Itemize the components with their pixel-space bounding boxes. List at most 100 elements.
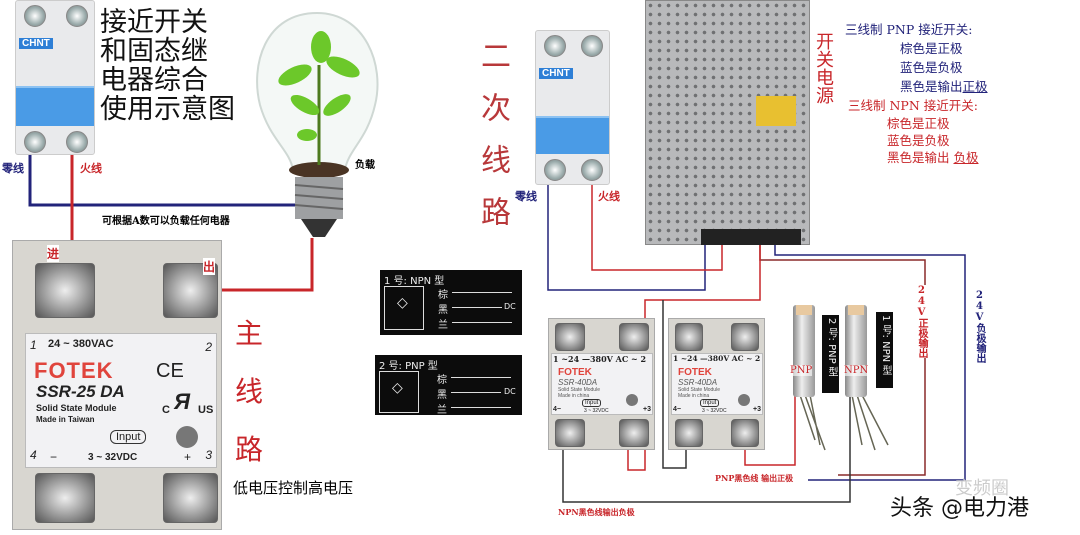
terminal[interactable]	[619, 323, 649, 351]
breaker-brand: CHNT	[19, 38, 53, 49]
live-label: 火线	[598, 190, 620, 203]
pnp-note: PNP黑色线 输出正极	[715, 473, 794, 483]
origin-text: Made in Taiwan	[36, 415, 95, 424]
ssr-40da-relay-2: 1 ~24 —380V AC ~ 2 FOTEK SSR-40DA Solid …	[668, 318, 765, 450]
wire-black: 黑	[438, 305, 448, 316]
neutral-label: 零线	[515, 190, 537, 203]
positive-output-label: 24V正极输出	[914, 285, 929, 358]
legend-line: 黑色是输出	[887, 150, 954, 165]
title-line: 电器综合	[100, 65, 208, 96]
model-number: SSR-40DA	[558, 378, 598, 387]
legend-line: 黑色是输出	[900, 79, 963, 94]
ul-mark-icon: Я	[174, 389, 191, 414]
terminal[interactable]	[555, 323, 585, 351]
ssr-label-plate: 1 ~24 —380V AC ~ 2 FOTEK SSR-40DA Solid …	[671, 353, 763, 415]
sensor-symbol-icon: ◇	[384, 286, 424, 330]
breaker-screw	[24, 131, 46, 153]
terminal[interactable]	[731, 323, 759, 351]
schematic-title: 1 号: NPN 型	[384, 276, 445, 287]
terminal-3[interactable]	[163, 473, 218, 523]
breaker-screw	[66, 5, 88, 27]
schematic-title: 2 号: PNP 型	[379, 361, 438, 372]
npn-note: NPN黑色线输出负极	[558, 507, 635, 517]
switching-power-supply	[645, 0, 810, 245]
wire-blue: 兰	[438, 320, 448, 331]
breaker-toggle[interactable]	[16, 86, 94, 126]
neutral-wire-secondary	[547, 180, 706, 291]
terminal[interactable]	[619, 419, 649, 447]
terminal-number: +3	[753, 406, 761, 413]
pnp-leads	[799, 394, 826, 451]
terminal-number: 1	[30, 338, 37, 352]
negative-output-label: 24V负极输出	[972, 290, 987, 363]
neutral-label: 零线	[2, 162, 24, 175]
npn-schematic: 1 号: NPN 型 ◇ 棕 黑 兰 DC	[380, 270, 522, 335]
brand-logo: FOTEK	[678, 367, 712, 378]
ssr2-plus-wire	[744, 395, 796, 466]
breaker-toggle[interactable]	[536, 116, 609, 154]
terminal[interactable]	[675, 419, 703, 447]
psu-terminal-block[interactable]	[701, 229, 801, 245]
terminal-number: 2	[205, 340, 212, 354]
terminal-number: 3	[205, 448, 212, 462]
title-line: 和固态继	[100, 36, 208, 67]
wire-brown: 棕	[437, 375, 447, 386]
secondary-circuit-breaker[interactable]: CHNT	[535, 30, 610, 185]
psu-label: 开关电源	[813, 32, 834, 104]
dc-voltage: 3 ~ 32VDC	[702, 408, 727, 414]
ssr-40da-relay-1: 1 ~24 —380V AC ~ 2 FOTEK SSR-40DA Solid …	[548, 318, 655, 450]
ssr-25da-relay: 24 ~ 380VAC 1 2 FOTEK CE SSR-25 DA Solid…	[12, 240, 222, 530]
breaker-screw	[544, 159, 566, 181]
ssr-label-plate: 1 ~24 —380V AC ~ 2 FOTEK SSR-40DA Solid …	[551, 353, 653, 415]
indicator-led	[738, 394, 750, 406]
out-label: 出	[203, 258, 216, 275]
watermark: 头条 @电力港	[890, 496, 1029, 521]
load-return-wire	[192, 238, 314, 292]
breaker-screw	[581, 35, 603, 57]
pnp-schematic: 2 号: PNP 型 ◇ 棕 黑 兰 DC	[375, 355, 522, 416]
dc-label: DC	[504, 302, 516, 311]
wire-blue: 兰	[437, 405, 447, 416]
terminal[interactable]	[555, 419, 585, 447]
terminal-4[interactable]	[35, 473, 95, 523]
module-subtitle: Solid State Module	[678, 387, 720, 393]
plus-sign: +	[184, 450, 192, 464]
legend-emphasis: 正极	[962, 79, 988, 94]
wire-black: 黑	[437, 390, 447, 401]
in-label: 进	[47, 245, 60, 262]
brand-logo: FOTEK	[558, 367, 592, 378]
terminal[interactable]	[675, 323, 703, 351]
live-label: 火线	[80, 162, 102, 175]
dc-voltage: 3 ~ 32VDC	[88, 452, 138, 463]
terminal-number: 4−	[673, 406, 681, 413]
light-bulb-load-icon	[256, 11, 379, 237]
pnp-proximity-sensor	[793, 305, 815, 397]
wire-brown: 棕	[438, 290, 448, 301]
live-wire-secondary	[591, 180, 723, 271]
input-label: Input	[582, 399, 602, 407]
pnp-heading: 三线制 PNP 接近开关:	[845, 22, 973, 37]
ssr2-minus-wire	[662, 300, 687, 469]
psu-sticker	[756, 96, 796, 126]
main-circuit-breaker[interactable]: CHNT	[15, 0, 95, 155]
ac-voltage: 1 ~24 —380V AC ~ 2	[673, 354, 761, 363]
main-circuit-char: 主	[235, 317, 264, 350]
input-label: Input	[110, 430, 147, 444]
sensor-type-label: PNP	[790, 365, 813, 376]
legend-line: 棕色是正极	[900, 41, 963, 56]
sensor-tag: 2 号: PNP 型	[822, 315, 839, 393]
brand-logo: FOTEK	[34, 358, 114, 383]
terminal-1[interactable]	[35, 263, 95, 318]
secondary-circuit-label: 二次线路	[475, 40, 510, 248]
terminal[interactable]	[731, 419, 759, 447]
title-line: 使用示意图	[100, 94, 235, 125]
positive-bus	[759, 245, 926, 476]
main-circuit-note: 低电压控制高电压	[233, 479, 354, 497]
ce-mark: CE	[156, 360, 184, 382]
load-label: 负载	[355, 160, 375, 171]
module-subtitle: Solid State Module	[36, 403, 117, 413]
faint-watermark: 变频圈	[955, 478, 1009, 499]
origin-text: Made in china	[678, 393, 710, 399]
legend-line: 蓝色是负极	[900, 60, 963, 75]
